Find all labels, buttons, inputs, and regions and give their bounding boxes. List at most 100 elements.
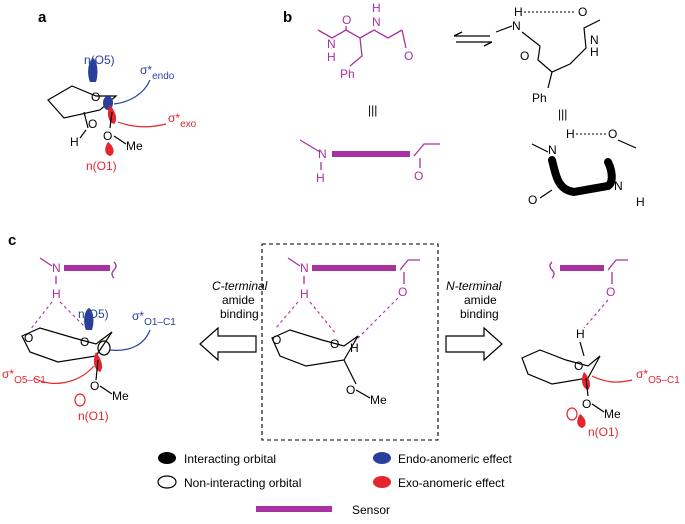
center-c1-o1	[343, 359, 357, 385]
identity-left: |||	[368, 103, 377, 117]
c-right-o1-noninteracting	[566, 407, 578, 421]
c-left-sigma-o1c1-main: σ*	[132, 309, 144, 323]
methyl-label: Me	[126, 139, 143, 153]
turn-backbone	[495, 19, 601, 73]
n-o5-label: n(O5)	[84, 53, 115, 67]
center-me: Me	[370, 393, 387, 407]
c-left-break-mark	[111, 261, 117, 279]
sensor-b-n: N	[318, 147, 327, 161]
turn-o1: O	[578, 5, 587, 19]
peptide-n1: N	[327, 37, 336, 51]
center-hbond-1	[275, 301, 299, 329]
c-left-hbond-1	[29, 301, 53, 331]
c-left-sigma-o5c1: σ*O5–C1	[2, 367, 46, 386]
thick-turn-h: H	[566, 127, 575, 141]
n-o1-label: n(O1)	[86, 159, 117, 173]
panel-label-a: a	[38, 9, 47, 26]
o1-me-bond	[113, 135, 127, 145]
panel-b: O N H N H O Ph N H O O N H Ph ||| ||| N …	[299, 1, 645, 209]
c-left-o1-me	[99, 385, 113, 395]
panel-a: O O H O Me n(O5) σ*endo σ*exo n(O1)	[47, 53, 197, 173]
sensor-b-methyl	[299, 139, 321, 153]
oh-hydrogen: H	[70, 135, 79, 149]
thick-turn-n2: N	[614, 179, 623, 193]
left-arrow-label-3: binding	[220, 307, 259, 321]
c-right-h-anomeric: H	[576, 327, 585, 341]
legend-noninteracting-label: Non-interacting orbital	[184, 476, 301, 490]
panel-c: N H O O O Me n(O5) σ*O1–C1 σ*O5–C1 n(O1)…	[2, 243, 680, 441]
peptide-o2: O	[404, 49, 413, 63]
turn-n2: N	[590, 33, 599, 47]
c-right-n-o1-lobe	[577, 414, 586, 428]
c-right-carbonyl-arm	[607, 259, 628, 271]
oh-h-bond	[79, 129, 87, 139]
left-hollow-arrow	[199, 326, 257, 362]
c1-o1-bond	[109, 111, 113, 129]
c-left-sigma-o5c1-main: σ*	[2, 367, 14, 381]
c-left-o-ring-1: O	[24, 331, 33, 345]
thick-turn-acyl	[617, 139, 637, 149]
oh-bond	[83, 111, 89, 129]
turn-h2: H	[590, 45, 599, 59]
equilibrium-arrow-forward	[453, 31, 490, 37]
right-arrow-label-2: amide	[464, 293, 497, 307]
thick-turn-h2: H	[636, 195, 645, 209]
thick-turn-methyl	[531, 143, 549, 153]
c-left-sensor-methyl	[39, 257, 53, 267]
sigma-endo-pointer	[113, 79, 151, 105]
center-o1: O	[346, 383, 355, 397]
c-right-n-o1: n(O1)	[588, 425, 619, 439]
peptide-h1: H	[327, 50, 336, 64]
c-right-o: O	[606, 285, 615, 299]
right-arrow-label-1: N-terminal	[446, 279, 502, 293]
o1-label: O	[103, 129, 112, 143]
thick-turn-n: N	[548, 143, 557, 157]
c-left-o-ring-2: O	[80, 335, 89, 349]
legend-endo-swatch	[373, 452, 391, 464]
endo-orbital-lobe	[88, 58, 98, 82]
c-left-sigma-o5c1-sub: O5–C1	[14, 375, 46, 386]
peptide-h2: H	[372, 1, 381, 15]
c-right-sigma-o5c1-sub: O5–C1	[648, 375, 680, 386]
center-h-anomeric: H	[350, 341, 359, 355]
sigma-exo-pointer	[117, 121, 167, 128]
left-arrow-label-1: C-terminal	[212, 279, 268, 293]
c-right-o1: O	[582, 397, 591, 411]
sigma-endo-label: σ*endo	[140, 63, 175, 82]
identity-right: |||	[558, 107, 567, 121]
turn-benzyl	[547, 71, 553, 89]
center-dashed-box	[261, 243, 439, 441]
left-arrow-label-2: amide	[222, 293, 255, 307]
sigma-exo-main: σ*	[168, 111, 180, 125]
right-hollow-arrow	[445, 326, 503, 362]
sigma-endo-sub: endo	[152, 71, 175, 82]
sensor-b-h: H	[316, 171, 325, 185]
center-o: O	[398, 285, 407, 299]
center-o-ring-1: O	[272, 333, 281, 347]
c-left-n: N	[52, 261, 61, 275]
panel-label-c: c	[8, 232, 16, 249]
ring-oxygen-label: O	[91, 90, 100, 104]
turn-o2: O	[520, 49, 529, 63]
peptide-n2: N	[372, 15, 381, 29]
right-arrow-label-3: binding	[460, 307, 499, 321]
center-o-ring-2: O	[330, 337, 339, 351]
c-right-h-bond	[579, 341, 585, 357]
c-left-sigma-o1c1-pointer	[109, 329, 151, 351]
sensor-b-o: O	[414, 169, 423, 183]
legend-interacting-swatch	[158, 452, 176, 464]
pyranose-ring	[47, 85, 118, 119]
c-right-c1-o1	[585, 377, 589, 397]
turn-n1: N	[512, 19, 521, 33]
legend-interacting-label: Interacting orbital	[184, 452, 276, 466]
peptide-o1: O	[342, 13, 351, 27]
c-left-endo-lobe	[84, 308, 94, 330]
panel-label-b: b	[283, 9, 292, 26]
c-left-pyranose-ring	[21, 327, 113, 363]
right-arrow-label-1-text: N-terminal	[446, 279, 502, 293]
left-arrow-label-1-text: C-terminal	[212, 279, 268, 293]
c-left-o1: O	[90, 379, 99, 393]
thick-turn-co	[539, 189, 553, 199]
sigma-exo-label: σ*exo	[168, 111, 197, 130]
